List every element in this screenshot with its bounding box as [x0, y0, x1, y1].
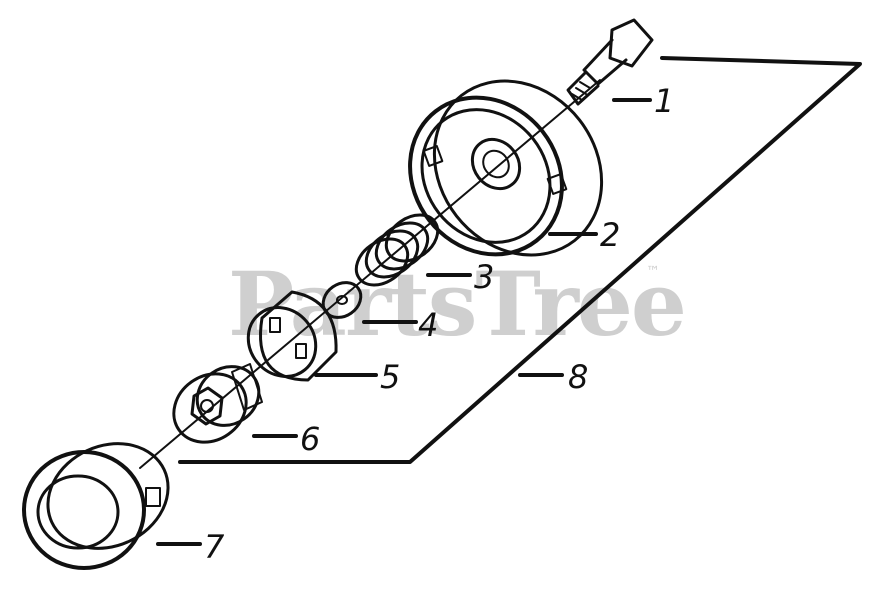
part-5-retainer-cup — [246, 290, 338, 382]
callout-6: 6 — [300, 420, 320, 458]
callout-2: 2 — [600, 216, 620, 254]
watermark-trademark: ™ — [646, 264, 660, 280]
watermark-text: PartsTree — [228, 252, 685, 356]
part-1-shaft — [566, 18, 654, 106]
assembly-axis — [139, 79, 601, 469]
callout-7: 7 — [204, 528, 225, 566]
part-7-bump-cap — [22, 442, 170, 570]
callout-3: 3 — [474, 258, 494, 296]
callout-labels: 1 2 3 4 5 6 7 8 — [204, 82, 674, 566]
callout-1: 1 — [654, 82, 674, 120]
assembly-bracket-line — [178, 56, 862, 464]
callout-4: 4 — [418, 306, 438, 344]
part-6-hub-nut — [172, 363, 263, 444]
watermark: PartsTree ™ — [228, 252, 687, 356]
leader-lines — [156, 98, 652, 546]
part-2-spool-housing — [408, 79, 604, 257]
part-3-spring — [354, 213, 440, 287]
callout-8: 8 — [568, 358, 588, 396]
callout-5: 5 — [380, 358, 400, 396]
